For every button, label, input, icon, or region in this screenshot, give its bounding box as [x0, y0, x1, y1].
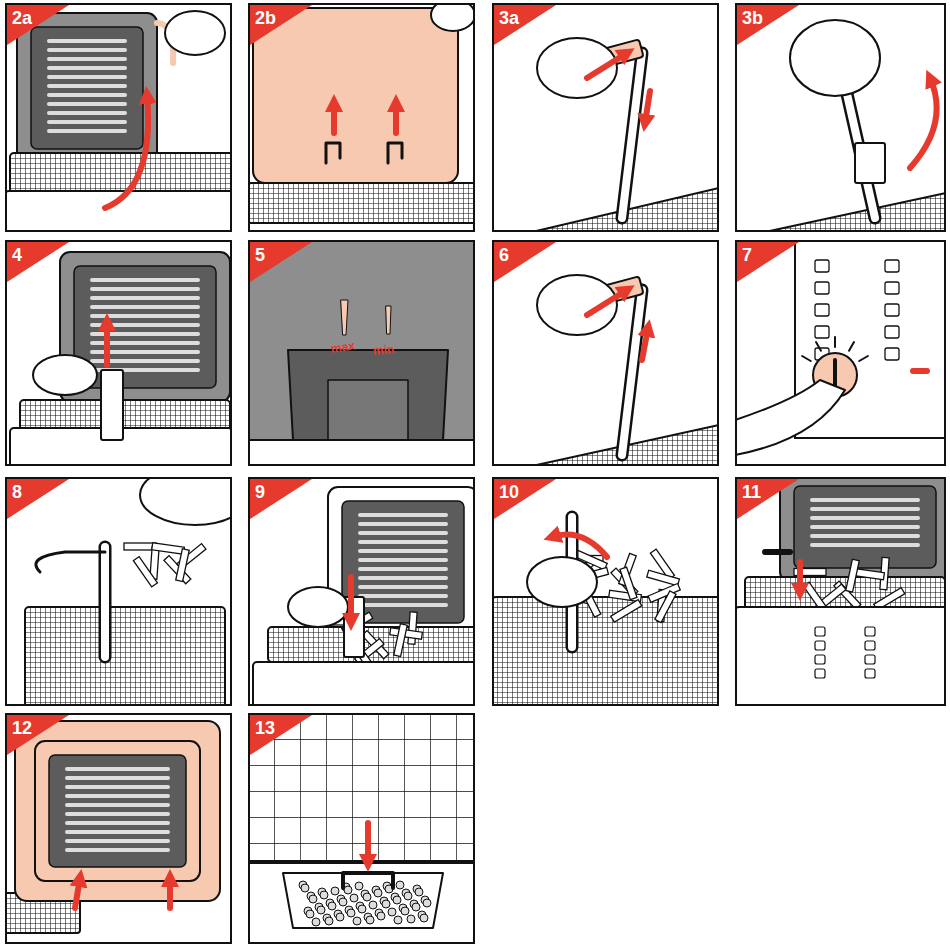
step-number: 13 — [255, 718, 275, 738]
drawing — [25, 477, 232, 706]
step-number: 9 — [255, 482, 265, 502]
step-number: 4 — [12, 245, 22, 265]
drawing — [248, 240, 475, 466]
step-panel: 13 — [248, 713, 475, 944]
step-panel: 3a — [492, 3, 719, 232]
step-panel: 6 — [492, 240, 719, 466]
step-illustration — [492, 517, 722, 707]
drawing — [5, 721, 220, 933]
step-panel: 7 — [735, 240, 946, 466]
step-panel: 10 — [492, 477, 719, 706]
step-number: 2a — [12, 8, 32, 28]
drawing — [5, 11, 232, 232]
step-panel: 2b — [248, 3, 475, 232]
drawing — [253, 487, 475, 706]
step-number: 5 — [255, 245, 265, 265]
drawing — [735, 477, 946, 706]
step-illustration — [25, 465, 250, 707]
step-illustration — [246, 238, 477, 470]
step-illustration — [10, 252, 232, 473]
drawing — [10, 252, 232, 466]
step-number: 3b — [742, 8, 763, 28]
step-illustration — [5, 11, 235, 241]
drawing — [765, 20, 946, 232]
step-panel: 11 — [735, 477, 946, 706]
step-number: 10 — [499, 482, 519, 502]
step-illustration — [532, 275, 719, 466]
step-illustration — [532, 38, 719, 232]
step-number: 3a — [499, 8, 519, 28]
step-panel: 2a — [5, 3, 232, 232]
step-illustration — [0, 721, 220, 933]
step-illustration — [253, 487, 478, 712]
step-panel: 8 — [5, 477, 232, 706]
step-illustration — [765, 20, 946, 232]
step-illustration — [735, 472, 950, 717]
drawing — [492, 517, 719, 706]
step-number: 11 — [742, 482, 761, 502]
step-panel: 5 — [248, 240, 475, 466]
step-number: 6 — [499, 245, 509, 265]
step-number: 2b — [255, 8, 276, 28]
step-panel: 3b — [735, 3, 946, 232]
step-number: 12 — [12, 718, 32, 738]
drawing — [248, 713, 475, 943]
drawing — [735, 240, 946, 455]
step-number: 7 — [742, 245, 752, 265]
step-panel: 4 — [5, 240, 232, 466]
drawing — [532, 38, 719, 232]
step-panel: 9 — [248, 477, 475, 706]
step-illustration — [246, 711, 477, 943]
drawing — [532, 275, 719, 466]
step-illustration — [248, 0, 478, 223]
drawing — [248, 3, 475, 223]
step-panel: 12 — [5, 713, 232, 944]
step-illustration — [735, 238, 950, 455]
level-mark: min — [373, 343, 395, 357]
step-number: 8 — [12, 482, 22, 502]
